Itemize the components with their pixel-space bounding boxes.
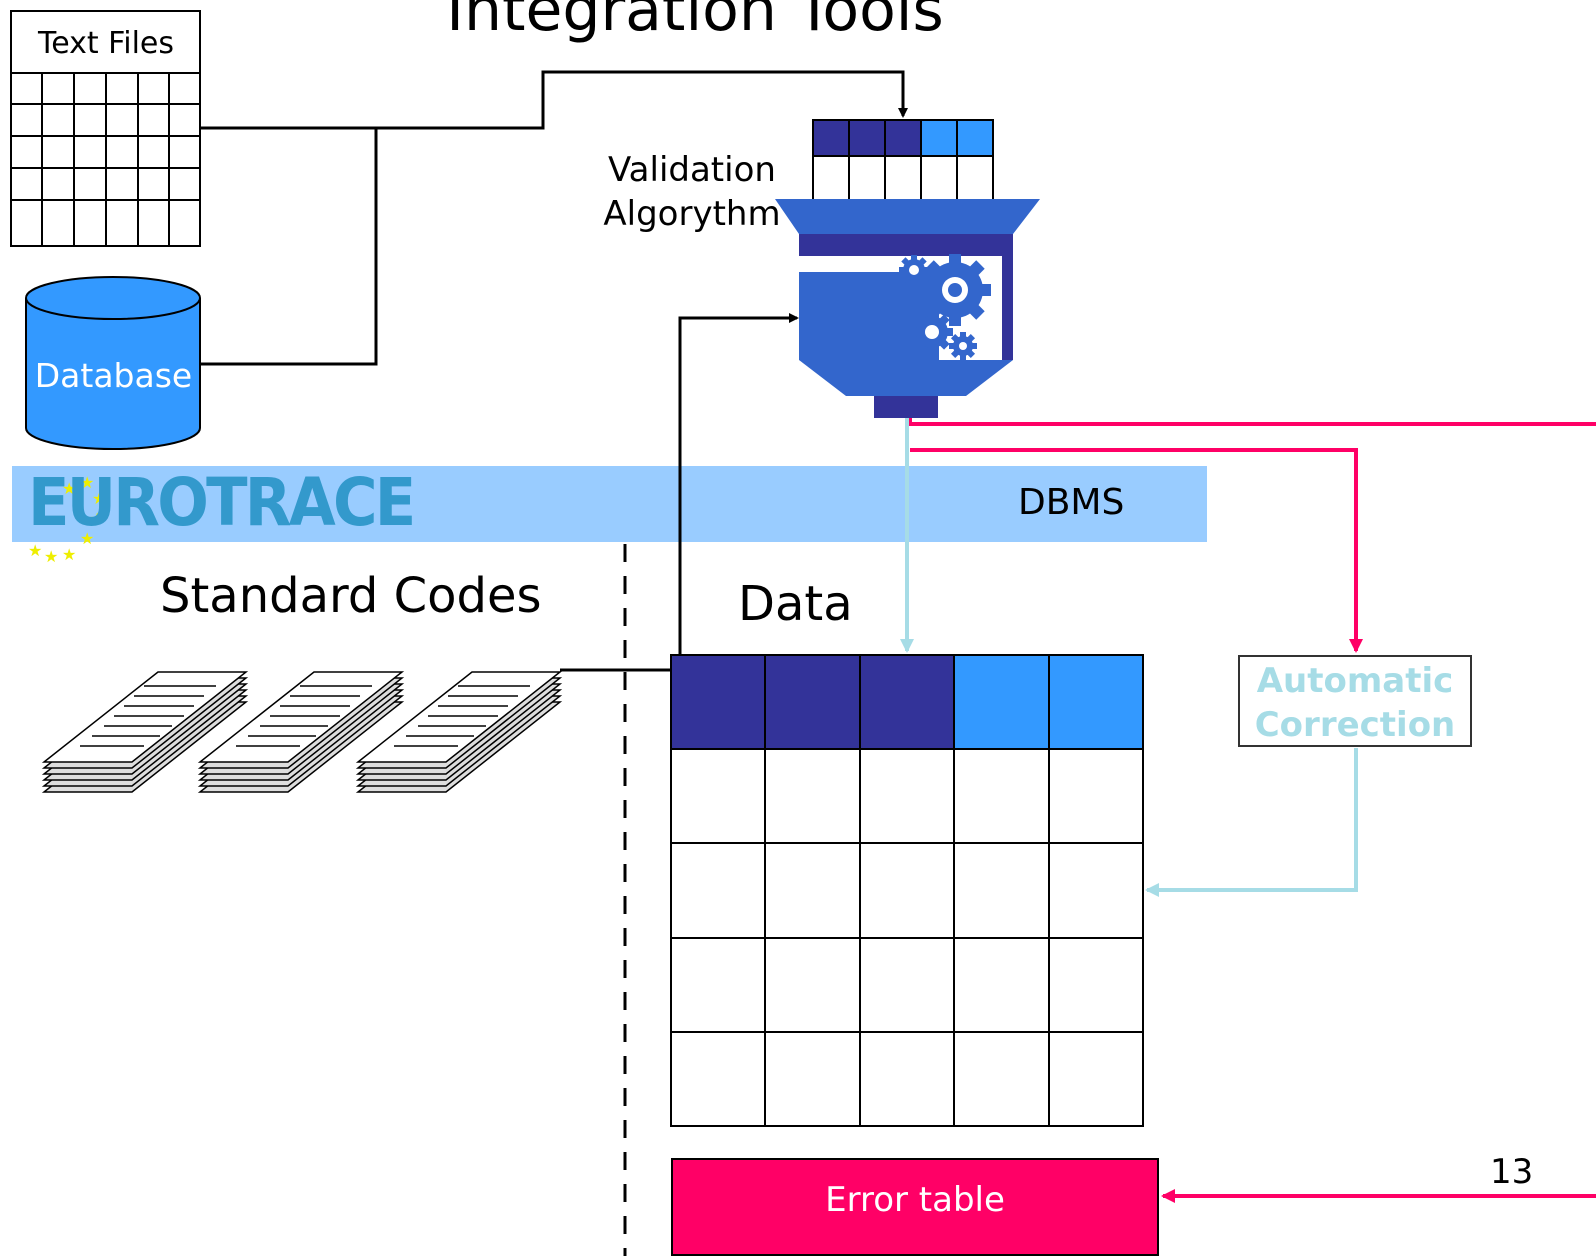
database-icon	[25, 276, 201, 450]
error-table-box: Error table	[671, 1158, 1159, 1256]
page-title: Integration Tools	[446, 0, 944, 45]
validation-algorithm-label: Validation Algorythm	[598, 148, 786, 236]
validation-input-table	[812, 119, 994, 201]
source-connectors	[200, 70, 908, 672]
svg-text:★: ★	[44, 547, 58, 566]
database-label: Database	[34, 356, 193, 395]
page-number: 13	[1490, 1152, 1534, 1192]
svg-text:★: ★	[90, 509, 104, 528]
standard-codes-documents-icon	[41, 671, 563, 793]
validation-label-line-1: Validation	[608, 150, 776, 190]
data-label: Data	[738, 576, 853, 632]
svg-text:★: ★	[80, 473, 94, 492]
svg-text:★: ★	[62, 545, 76, 564]
error-flow-lines	[908, 418, 1596, 1203]
automatic-correction-line-1: Automatic	[1256, 661, 1454, 701]
svg-text:★: ★	[80, 529, 94, 548]
automatic-correction-line-2: Correction	[1254, 705, 1456, 745]
dbms-band	[12, 466, 1207, 542]
data-table	[670, 654, 1144, 1127]
text-files-table	[10, 10, 201, 247]
standard-codes-label: Standard Codes	[160, 568, 542, 624]
svg-text:★: ★	[92, 489, 106, 508]
eu-stars-icon: ★ ★ ★ ★ ★ ★ ★ ★	[28, 473, 106, 566]
svg-text:★: ★	[28, 541, 42, 560]
dbms-label: DBMS	[1018, 482, 1125, 523]
validation-funnel	[775, 199, 1040, 418]
gears-icon	[899, 254, 991, 360]
data-flow-lines	[900, 418, 1358, 897]
text-files-label: Text Files	[37, 26, 175, 61]
eurotrace-logo: EUROTRACE	[28, 464, 416, 541]
svg-text:★: ★	[62, 479, 76, 498]
validation-label-line-2: Algorythm	[603, 194, 781, 234]
automatic-correction-box: Automatic Correction	[1238, 655, 1472, 747]
